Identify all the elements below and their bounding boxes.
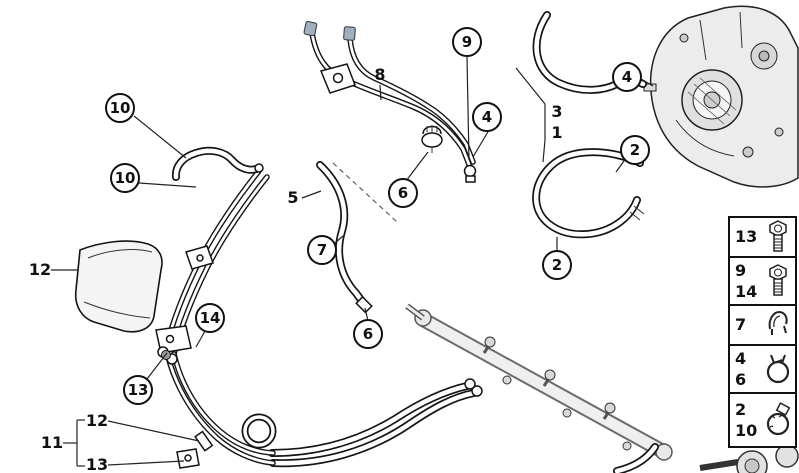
return-line-illustration bbox=[303, 20, 477, 183]
legend-number: 10 bbox=[735, 420, 758, 440]
legend-number: 7 bbox=[735, 315, 747, 335]
hose-5-illustration bbox=[320, 165, 373, 314]
legend-numbers: 7 bbox=[735, 315, 746, 334]
legend-number: 2 bbox=[735, 400, 747, 420]
heat-shield-illustration bbox=[74, 240, 163, 333]
hidden-edge-line bbox=[332, 162, 398, 223]
fuel-rail-illustration bbox=[405, 303, 673, 461]
legend-numbers: 13 bbox=[735, 227, 757, 246]
steering-gear-illustration bbox=[699, 444, 799, 473]
legend-item-13[interactable]: 13 bbox=[728, 216, 797, 258]
label-13: 13 bbox=[85, 455, 109, 473]
line-connector-part bbox=[421, 132, 443, 148]
engine-illustration bbox=[643, 5, 799, 188]
label-11: 11 bbox=[40, 433, 64, 452]
hose-clamp-icon bbox=[766, 354, 790, 384]
leader-lines bbox=[51, 56, 654, 467]
legend-number: 14 bbox=[735, 281, 758, 301]
callout-10[interactable]: 10 bbox=[105, 93, 135, 123]
hose-clamp-part bbox=[194, 430, 214, 452]
worm-clamp-icon bbox=[766, 402, 790, 436]
legend-number: 4 bbox=[735, 349, 747, 369]
label-1: 1 bbox=[551, 123, 563, 142]
bolt-icon bbox=[769, 264, 787, 296]
label-5: 5 bbox=[287, 188, 299, 207]
legend-number: 6 bbox=[735, 369, 747, 389]
label-12: 12 bbox=[85, 411, 109, 430]
callout-6[interactable]: 6 bbox=[353, 319, 383, 349]
legend-number: 13 bbox=[735, 227, 758, 247]
label-3: 3 bbox=[551, 102, 563, 121]
callout-13[interactable]: 13 bbox=[123, 375, 153, 405]
callout-10[interactable]: 10 bbox=[110, 163, 140, 193]
label-12: 12 bbox=[28, 260, 52, 279]
bolt-icon bbox=[769, 220, 787, 252]
legend-number: 9 bbox=[735, 261, 747, 281]
spring-clip-icon bbox=[768, 310, 788, 335]
callout-6[interactable]: 6 bbox=[388, 178, 418, 208]
line-connector-tip bbox=[303, 20, 318, 37]
callout-7[interactable]: 7 bbox=[307, 235, 337, 265]
callout-2[interactable]: 2 bbox=[542, 250, 572, 280]
line-connector-tip bbox=[343, 26, 356, 41]
lower-hoses-illustration bbox=[176, 378, 483, 469]
callout-9[interactable]: 9 bbox=[452, 27, 482, 57]
callout-4[interactable]: 4 bbox=[612, 62, 642, 92]
callout-2[interactable]: 2 bbox=[620, 135, 650, 165]
label-8: 8 bbox=[374, 65, 386, 84]
legend-item-7[interactable]: 7 bbox=[728, 304, 797, 346]
callout-4[interactable]: 4 bbox=[472, 102, 502, 132]
callout-14[interactable]: 14 bbox=[195, 303, 225, 333]
